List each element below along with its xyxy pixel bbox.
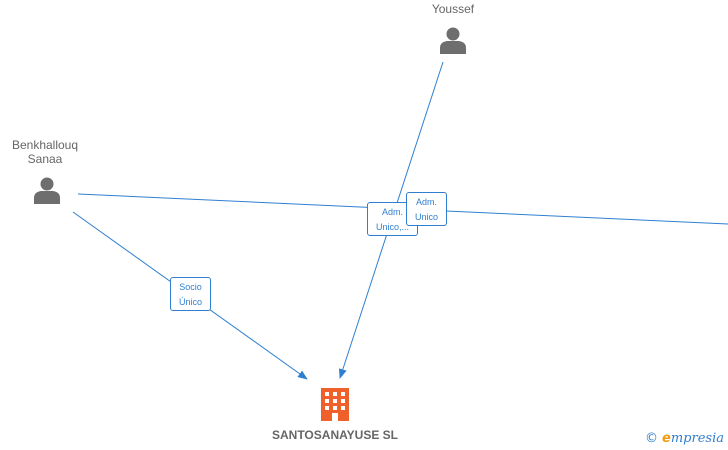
edge-label-line: Unico	[414, 212, 438, 222]
edge-label-line: Único	[178, 297, 202, 307]
edge-label-line: Adm.	[381, 207, 403, 217]
person-icon[interactable]	[34, 177, 60, 205]
copyright-icon: ©	[645, 431, 659, 446]
node-label-benkhallouq[interactable]: Benkhallouq Sanaa	[11, 138, 79, 166]
edge-label-adm-unico-benkhallouq[interactable]: Adm. Unico	[406, 192, 447, 226]
edge-label-line: Unico,...	[375, 222, 409, 232]
node-label-company[interactable]: SANTOSANAYUSE SL	[271, 428, 399, 442]
node-label-youssef[interactable]: Youssef	[431, 2, 475, 16]
edge-label-line: Socio	[179, 282, 202, 292]
edge-label-line: Adm.	[415, 197, 437, 207]
building-icon[interactable]	[321, 388, 349, 421]
brand-name: mpresia	[670, 431, 724, 446]
person-icon[interactable]	[440, 27, 466, 55]
edge-label-socio-unico[interactable]: Socio Único	[170, 277, 211, 311]
brand-initial: e	[662, 431, 671, 446]
empresia-watermark: ©empresia	[645, 431, 724, 446]
